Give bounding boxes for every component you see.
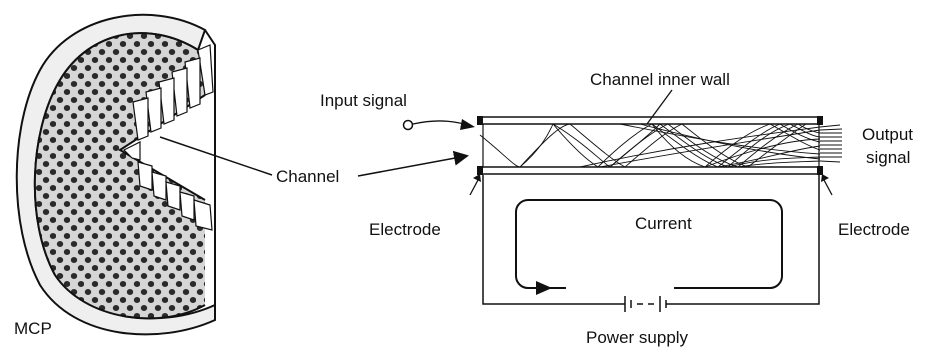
mcp-label: MCP (14, 319, 52, 338)
output-signal-label-line1: Output (862, 125, 913, 144)
channel-schematic (402, 89, 843, 312)
current-label: Current (635, 214, 692, 233)
output-signal-label-line2: signal (866, 148, 910, 167)
input-arrowhead (460, 119, 475, 130)
electrode-right-label: Electrode (838, 220, 910, 239)
electrode-right-leader (823, 179, 833, 196)
channel-leader-left (159, 136, 273, 176)
mcp-disk (15, 13, 216, 336)
input-signal-terminal (402, 119, 414, 131)
electrode-left-label: Electrode (369, 220, 441, 239)
electron-trajectories (479, 123, 821, 168)
output-signal-lines (819, 124, 843, 163)
circuit-wire (482, 175, 820, 305)
channel-bottom-wall (479, 166, 821, 175)
current-arrowhead (536, 281, 552, 295)
input-signal-label: Input signal (320, 91, 407, 110)
channel-leader-right (357, 150, 469, 177)
battery-icon (624, 296, 672, 312)
channel-label: Channel (276, 167, 339, 186)
channel-inner-wall-label: Channel inner wall (590, 70, 730, 89)
electrode-left-leader (469, 179, 479, 196)
power-supply-label: Power supply (586, 328, 689, 347)
inner-wall-leader (646, 89, 673, 125)
